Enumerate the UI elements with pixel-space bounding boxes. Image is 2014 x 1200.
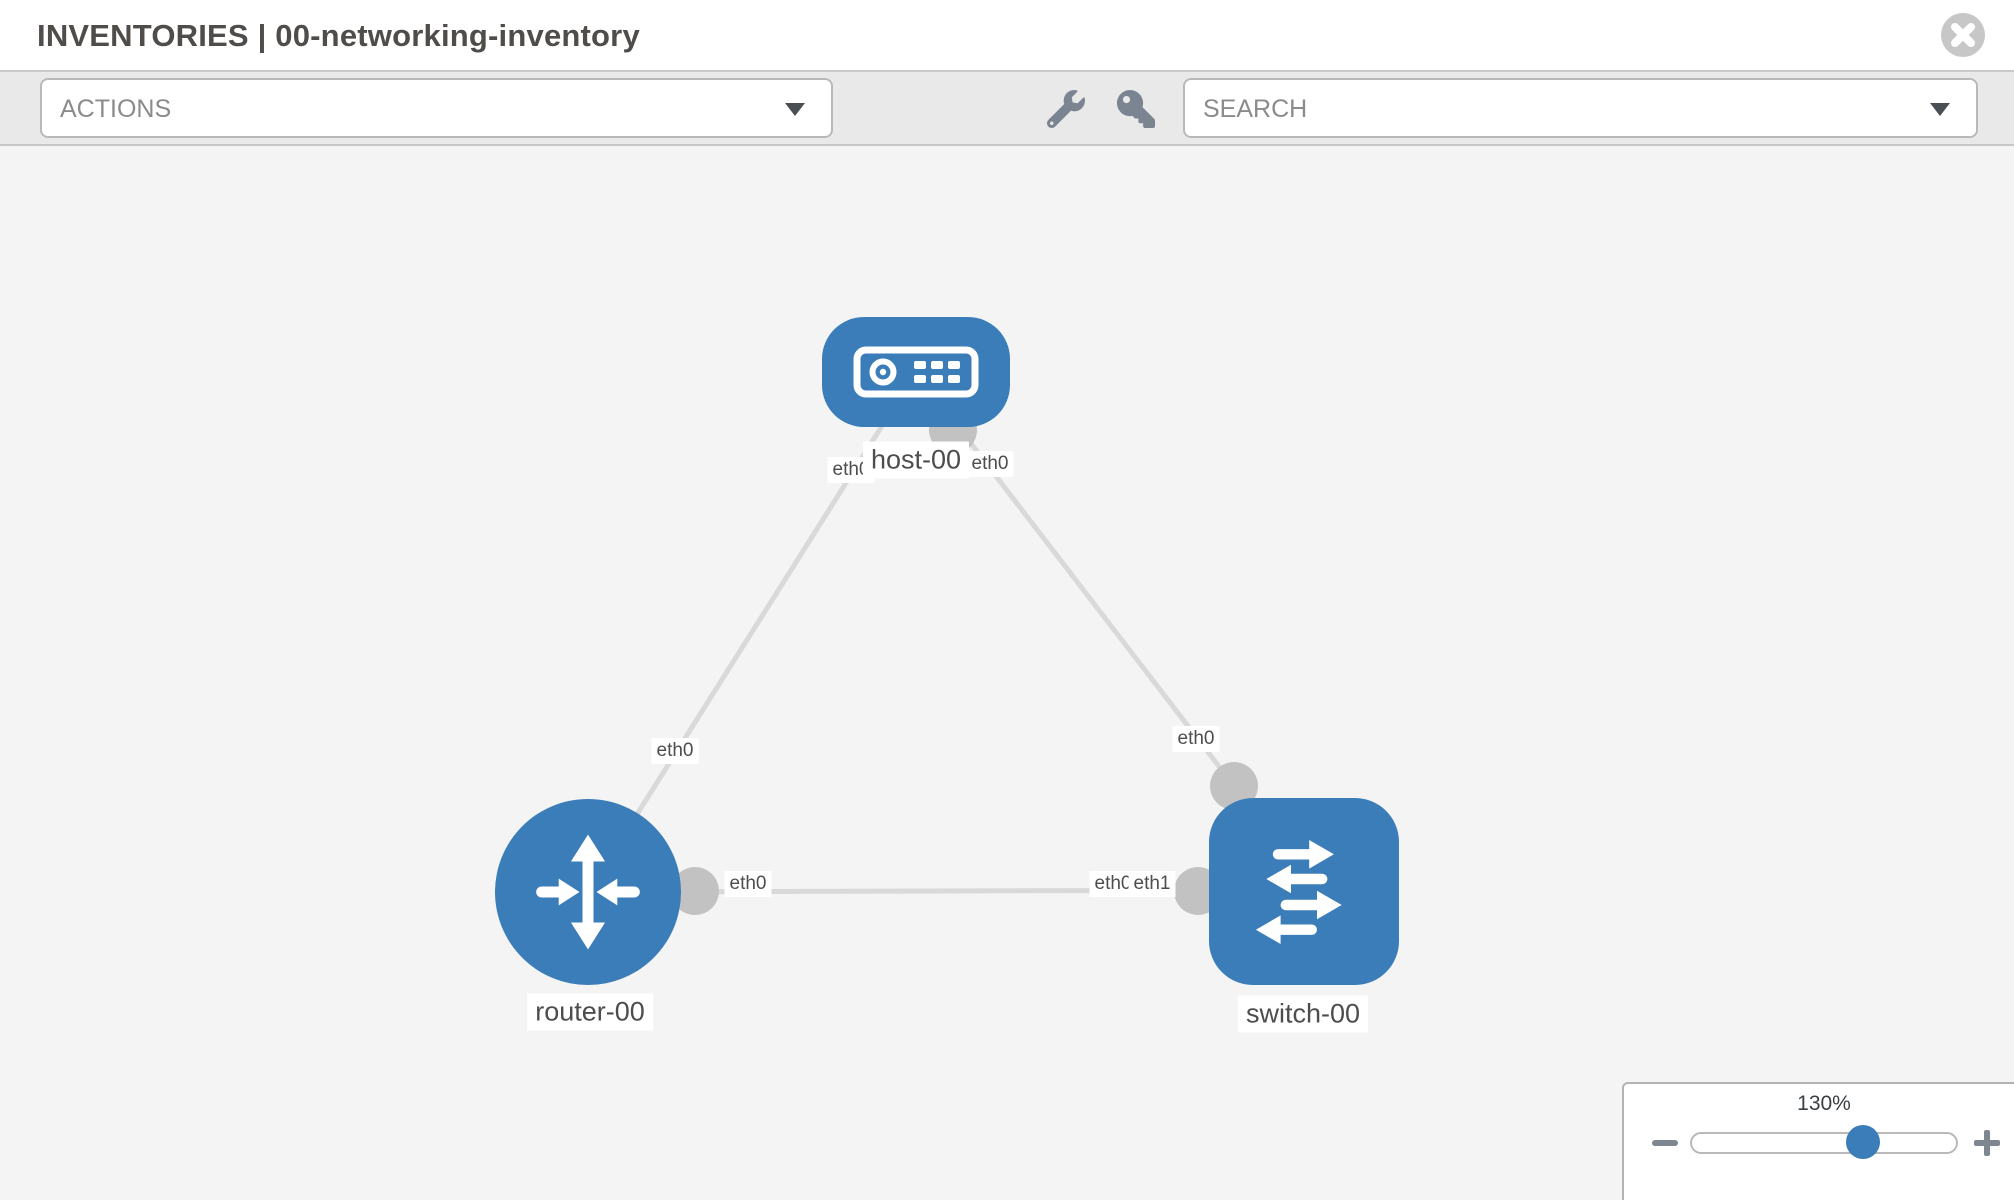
- zoom-level: 130%: [1797, 1092, 1851, 1115]
- node-label-host-00: host-00: [862, 441, 970, 479]
- page-title: INVENTORIES | 00-networking-inventory: [37, 18, 640, 53]
- topology-canvas[interactable]: eth0 eth0 eth0 eth0 eth0 eth0 eth1 host-…: [0, 146, 2014, 1200]
- node-host-00[interactable]: [822, 317, 1010, 427]
- router-icon: [536, 834, 640, 950]
- zoom-panel: 130%: [1622, 1082, 2014, 1200]
- zoom-slider[interactable]: [1690, 1125, 1958, 1159]
- links-layer: [585, 370, 1305, 915]
- interface-label: eth1: [1128, 871, 1176, 897]
- chevron-down-icon: [1930, 103, 1950, 116]
- actions-dropdown-label: ACTIONS: [60, 95, 172, 123]
- zoom-in-button[interactable]: [1972, 1128, 2002, 1158]
- interface-label: eth0: [966, 451, 1014, 477]
- actions-dropdown[interactable]: ACTIONS: [40, 78, 833, 138]
- plus-icon: [1984, 1130, 1990, 1156]
- wrench-icon: [1046, 90, 1085, 129]
- host-icon: [853, 346, 979, 398]
- credentials-button[interactable]: [1117, 90, 1155, 128]
- interface-label: eth0: [1172, 726, 1220, 752]
- search-dropdown-label: SEARCH: [1203, 95, 1308, 123]
- chevron-down-icon: [785, 103, 805, 116]
- node-switch-00[interactable]: [1209, 798, 1399, 985]
- interface-label: eth0: [827, 457, 875, 483]
- interface-label: eth0: [651, 738, 699, 764]
- switch-icon: [1255, 839, 1342, 944]
- interface-dot: [671, 867, 719, 915]
- header: INVENTORIES | 00-networking-inventory: [0, 0, 2014, 70]
- zoom-slider-thumb[interactable]: [1846, 1125, 1880, 1159]
- interface-label: eth0: [724, 871, 772, 897]
- node-router-00[interactable]: [495, 799, 681, 985]
- toolbar: ACTIONS SEARCH: [0, 70, 2014, 146]
- node-label-switch-00: switch-00: [1237, 995, 1369, 1033]
- close-button[interactable]: [1941, 13, 1985, 57]
- close-icon: [1941, 13, 1985, 57]
- node-label-router-00: router-00: [527, 993, 653, 1031]
- search-dropdown[interactable]: SEARCH: [1183, 78, 1978, 138]
- zoom-out-button[interactable]: [1652, 1140, 1678, 1146]
- tools-button[interactable]: [1046, 90, 1085, 129]
- key-icon: [1117, 90, 1155, 128]
